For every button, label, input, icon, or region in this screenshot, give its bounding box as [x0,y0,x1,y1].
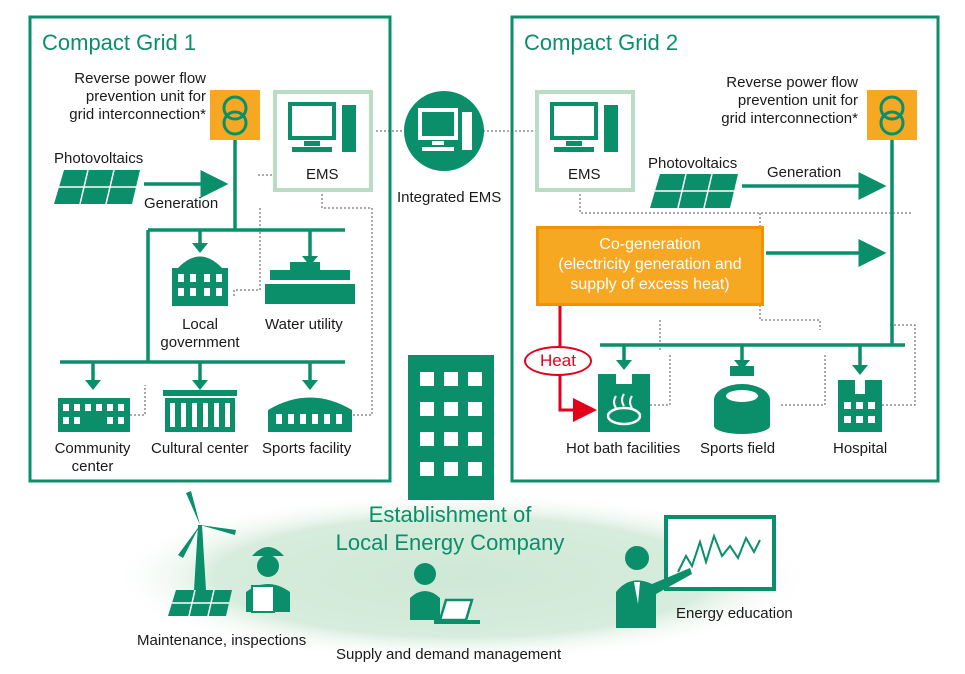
heat-badge: Heat [524,346,592,376]
wind-turbine-icon [178,491,236,590]
heat-arrow [558,306,597,422]
hot-bath-icon [598,374,650,432]
company-building-icon [408,355,494,500]
grid2-box [510,15,940,483]
grid2-solar-panel-icon [650,173,738,209]
grid2-ems-icon [535,90,635,192]
community-center-label: Community center [54,440,131,475]
water-utility-label: Water utility [265,316,343,333]
company-title: Establishment of Local Energy Company [335,502,565,555]
sports-field-label: Sports field [700,440,776,457]
cultural-center-label: Cultural center [151,440,249,457]
cogeneration-box: Co-generation (electricity generation an… [536,226,764,306]
grid2-photovoltaics-label: Photovoltaics [648,155,738,172]
sports-field-icon [714,366,770,434]
local-government-icon [172,256,228,306]
hospital-icon [838,380,882,432]
sports-facility-icon [268,397,352,432]
grid1-ems-icon [273,90,373,192]
grid2-power-lines [600,140,905,365]
hot-bath-label: Hot bath facilities [566,440,681,457]
maintenance-solar-icon [168,589,232,617]
integrated-ems-label: Integrated EMS [397,189,502,206]
sports-facility-label: Sports facility [262,440,352,457]
grid1-photovoltaics-label: Photovoltaics [54,150,144,167]
hospital-label: Hospital [833,440,888,457]
supply-demand-label: Supply and demand management [336,646,562,663]
water-utility-icon [265,262,355,304]
grid1-title: Compact Grid 1 [42,30,197,55]
supply-demand-person-icon [410,563,480,624]
local-government-label: Local government [160,316,240,351]
grid2-transformer-icon [867,90,917,140]
community-center-icon [58,398,130,432]
grid1-ems-label: EMS [306,166,339,183]
energy-education-label: Energy education [676,605,793,622]
grid2-title: Compact Grid 2 [524,30,679,55]
grid1-box [28,15,392,483]
grid1-transformer-icon [210,90,260,140]
maintenance-label: Maintenance, inspections [137,632,307,649]
grid1-reverse-unit-label: Reverse power flow prevention unit for g… [69,70,206,123]
grid1-power-lines [60,140,345,380]
integrated-ems-icon [404,91,484,171]
worker-icon [246,547,290,613]
grid1-solar-panel-icon [54,169,140,205]
energy-education-icon [616,515,776,628]
grid2-reverse-unit-label: Reverse power flow prevention unit for g… [721,74,858,127]
grid2-ems-label: EMS [568,166,601,183]
cultural-center-icon [163,390,237,432]
grid2-generation-label: Generation [767,164,842,181]
grid1-generation-label: Generation [144,195,219,212]
